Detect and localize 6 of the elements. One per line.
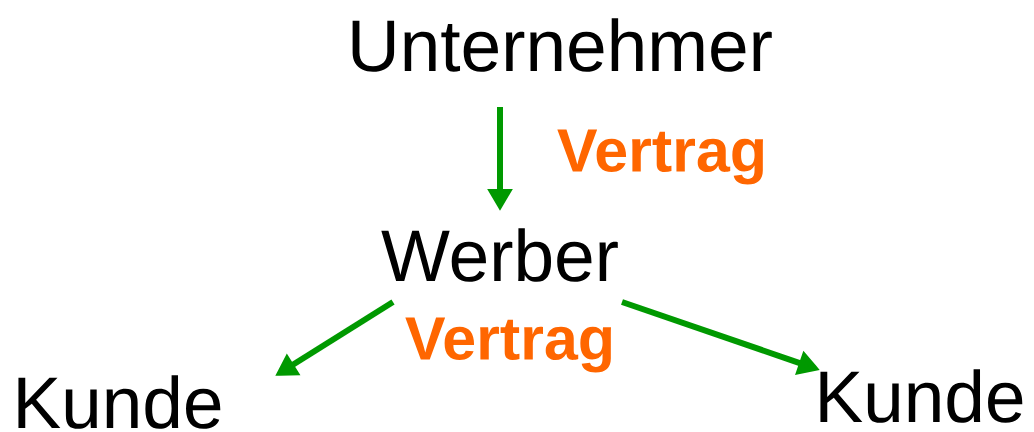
node-label: Kunde [820,369,1023,423]
node-label: Werber [381,228,618,282]
edge-label: Vertrag [405,317,611,373]
node-label: Kunde [18,375,221,429]
edge-label: Vertrag [557,129,763,185]
node-label: Unternehmer [352,18,772,72]
